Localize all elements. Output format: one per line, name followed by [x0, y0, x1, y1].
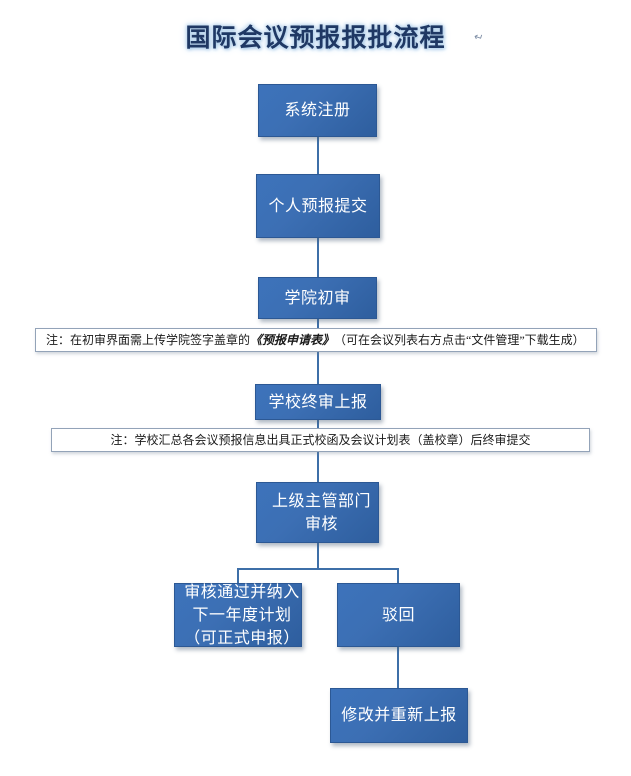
page-title-wrap: 国际会议预报报批流程	[0, 18, 631, 54]
note-text: 注：学校汇总各会议预报信息出具正式校函及会议计划表（盖校章）后终审提交	[110, 433, 531, 447]
node-label-line2: 审核	[304, 515, 338, 533]
node-superior-department-review[interactable]: 上级主管部门 审核	[256, 482, 379, 543]
node-label: 上级主管部门 审核	[257, 490, 378, 536]
note-college-review: 注：在初审界面需上传学院签字盖章的《预报申请表》（可在会议列表右方点击“文件管理…	[35, 328, 597, 352]
node-label: 学院初审	[284, 289, 351, 307]
node-college-preliminary-review[interactable]: 学院初审	[258, 277, 377, 319]
node-label-line2: 下一年度计划	[192, 606, 292, 624]
node-label-line3: （可正式申报）	[184, 629, 300, 647]
node-label: 修改并重新上报	[341, 707, 457, 724]
note-school-final-review: 注：学校汇总各会议预报信息出具正式校函及会议计划表（盖校章）后终审提交	[51, 428, 590, 452]
node-approved-next-year-plan[interactable]: 审核通过并纳入 下一年度计划 （可正式申报）	[174, 583, 302, 647]
node-system-registration[interactable]: 系统注册	[258, 84, 377, 137]
node-modify-and-resubmit[interactable]: 修改并重新上报	[330, 688, 468, 743]
node-label: 审核通过并纳入 下一年度计划 （可正式申报）	[175, 581, 301, 650]
node-label-line1: 上级主管部门	[271, 492, 371, 510]
node-rejected[interactable]: 驳回	[337, 583, 460, 647]
node-label-line1: 审核通过并纳入	[184, 583, 300, 601]
node-label: 学校终审上报	[268, 393, 368, 411]
connector-split-horizontal	[237, 568, 399, 570]
page-title: 国际会议预报报批流程	[185, 25, 446, 52]
connector-node2-node3	[317, 238, 319, 277]
connector-node5-split	[317, 543, 319, 569]
connector-node1-node2	[317, 137, 319, 174]
node-school-final-review[interactable]: 学校终审上报	[255, 384, 381, 420]
node-label: 驳回	[381, 606, 415, 624]
connector-split-to-node6	[237, 568, 239, 583]
node-individual-submission[interactable]: 个人预报提交	[256, 174, 380, 238]
note-suffix: （可在会议列表右方点击“文件管理”下载生成）	[334, 333, 585, 347]
connector-split-to-node7	[397, 568, 399, 583]
note-emphasis: 《预报申请表》	[250, 333, 335, 347]
note-prefix: 注：在初审界面需上传学院签字盖章的	[46, 333, 251, 347]
connector-node7-node8	[397, 647, 399, 688]
node-label: 系统注册	[284, 102, 351, 119]
node-label: 个人预报提交	[268, 197, 368, 215]
